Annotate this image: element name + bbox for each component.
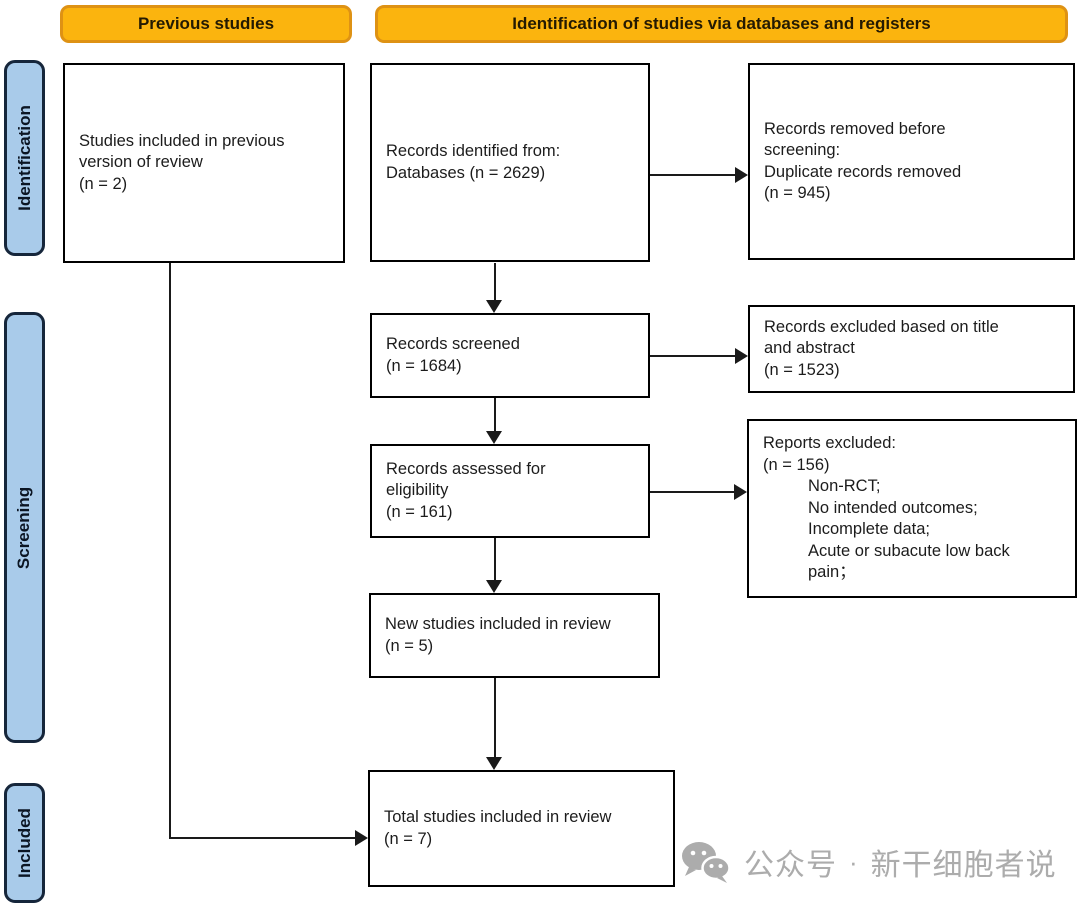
box-records-assessed-line2: eligibility xyxy=(386,481,449,500)
exclusion-reason-acute-line2: pain； xyxy=(808,563,856,582)
box-records-removed-count: (n = 945) xyxy=(764,184,831,202)
box-records-removed: Records removed before screening: Duplic… xyxy=(748,63,1075,260)
arrow-identified-to-removed-head xyxy=(735,167,748,183)
arrow-new-to-total-head xyxy=(486,757,502,770)
box-records-identified-line1: Records identified from: xyxy=(386,142,561,160)
arrow-identified-to-screened-line xyxy=(494,263,496,301)
arrow-screened-to-assessed-head xyxy=(486,431,502,444)
arrow-assessed-to-new-head xyxy=(486,580,502,593)
arrow-identified-to-screened-head xyxy=(486,300,502,313)
box-total-studies-line1: Total studies included in review xyxy=(384,808,612,826)
arrow-previous-to-total-vertical xyxy=(169,263,171,839)
box-records-identified: Records identified from: Databases (n = … xyxy=(370,63,650,262)
phase-label-screening: Screening xyxy=(4,312,45,743)
phase-label-screening-text: Screening xyxy=(14,486,34,569)
box-new-studies: New studies included in review (n = 5) xyxy=(369,593,660,678)
box-new-studies-line1: New studies included in review xyxy=(385,615,611,633)
exclusion-reason-no-outcomes: No intended outcomes; xyxy=(808,498,978,517)
box-reports-excluded-count: (n = 156) xyxy=(763,455,830,474)
arrow-screened-to-excluded-line xyxy=(650,355,736,357)
arrow-screened-to-assessed-line xyxy=(494,398,496,432)
arrow-assessed-to-new-line xyxy=(494,538,496,581)
watermark-account: 新干细胞者说 xyxy=(870,849,1057,882)
arrow-assessed-to-reports-line xyxy=(650,491,735,493)
box-reports-excluded-line1: Reports excluded: xyxy=(763,434,896,453)
box-total-studies-count: (n = 7) xyxy=(384,829,433,848)
box-records-excluded-line1: Records excluded based on title xyxy=(764,317,999,336)
phase-label-included: Included xyxy=(4,783,45,903)
arrow-identified-to-removed-line xyxy=(650,174,736,176)
header-identification-via-databases: Identification of studies via databases … xyxy=(375,5,1068,43)
box-records-excluded-title-abstract: Records excluded based on title and abst… xyxy=(748,305,1075,393)
box-records-removed-line2: screening: xyxy=(764,141,841,159)
box-records-assessed-count: (n = 161) xyxy=(386,502,453,521)
box-total-studies: Total studies included in review (n = 7) xyxy=(368,770,675,887)
box-records-removed-line1: Records removed before xyxy=(764,119,946,138)
arrow-screened-to-excluded-head xyxy=(735,348,748,364)
phase-label-included-text: Included xyxy=(14,808,34,878)
box-records-removed-line3: Duplicate records removed xyxy=(764,162,962,181)
box-records-screened: Records screened (n = 1684) xyxy=(370,313,650,398)
arrow-previous-to-total-horizontal xyxy=(169,837,356,839)
header-previous-studies: Previous studies xyxy=(60,5,352,43)
arrow-previous-to-total-head xyxy=(355,830,368,846)
arrow-assessed-to-reports-head xyxy=(734,484,747,500)
box-previous-version-line1: Studies included in previous xyxy=(79,131,285,150)
box-records-screened-count: (n = 1684) xyxy=(386,356,462,375)
box-records-excluded-count: (n = 1523) xyxy=(764,360,840,379)
box-reports-excluded: Reports excluded: (n = 156) Non-RCT; No … xyxy=(747,419,1077,598)
box-records-assessed: Records assessed for eligibility (n = 16… xyxy=(370,444,650,538)
box-new-studies-count: (n = 5) xyxy=(385,636,434,655)
wechat-icon xyxy=(682,842,731,883)
box-previous-version: Studies included in previous version of … xyxy=(63,63,345,263)
exclusion-reason-incomplete: Incomplete data; xyxy=(808,520,930,539)
box-records-assessed-line1: Records assessed for xyxy=(386,459,546,478)
box-records-identified-count: Databases (n = 2629) xyxy=(386,163,546,182)
phase-label-identification-text: Identification xyxy=(14,105,34,211)
phase-label-identification: Identification xyxy=(4,60,45,256)
watermark-platform: 公众号 xyxy=(744,849,837,882)
watermark: 公众号 · 新干细胞者说 xyxy=(680,840,1057,884)
watermark-separator: · xyxy=(849,846,859,877)
exclusion-reason-acute-line1: Acute or subacute low back xyxy=(808,541,1010,560)
box-previous-version-count: (n = 2) xyxy=(79,174,128,193)
exclusion-reason-non-rct: Non-RCT; xyxy=(808,477,881,496)
arrow-new-to-total-line xyxy=(494,678,496,758)
box-previous-version-line2: version of review xyxy=(79,153,203,172)
box-records-screened-line1: Records screened xyxy=(386,335,520,353)
box-records-excluded-line2: and abstract xyxy=(764,339,855,358)
